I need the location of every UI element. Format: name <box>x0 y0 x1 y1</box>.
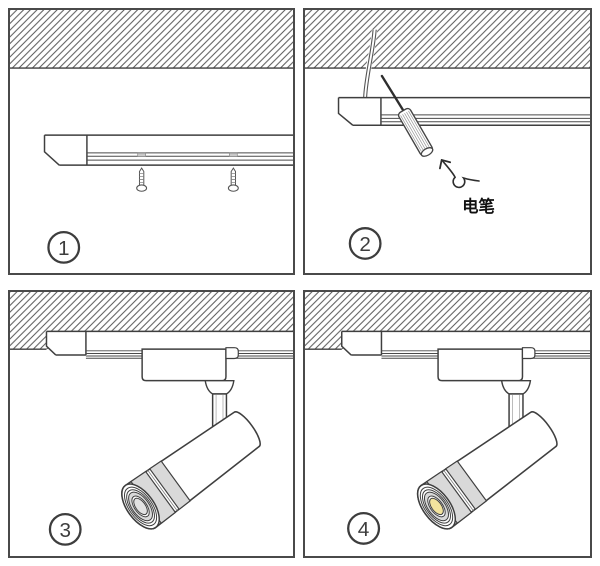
panel-4-canvas: 4 <box>305 292 590 545</box>
test-pen-icon <box>397 107 434 157</box>
test-pen-label: 电笔 <box>462 197 495 216</box>
panel-2-canvas: 电笔 2 <box>305 10 590 260</box>
panel-3-canvas: 3 <box>10 292 293 546</box>
step-number: 4 <box>358 518 370 541</box>
ceiling-hatch <box>305 10 590 69</box>
test-pen-probe <box>380 74 407 115</box>
ceiling-hatch <box>10 10 293 69</box>
mounting-screw-icon <box>227 167 239 192</box>
panel-step-3: 3 <box>8 290 295 558</box>
curved-arrow-icon <box>439 159 480 189</box>
step-number: 2 <box>359 233 371 256</box>
track-rail <box>43 134 293 166</box>
track-light-on <box>305 292 590 536</box>
panel-1-canvas: 1 <box>10 10 293 264</box>
screw-hole <box>229 152 238 157</box>
panel-step-4: 4 <box>303 290 592 558</box>
panel-step-2: 电笔 2 <box>303 8 592 275</box>
mounting-screw-icon <box>136 167 148 192</box>
step-badge: 2 <box>348 227 382 260</box>
step-number: 1 <box>58 237 70 260</box>
track-rail <box>337 96 590 126</box>
step-badge: 1 <box>47 230 81 264</box>
panel-step-1: 1 <box>8 8 295 275</box>
track-light-off <box>10 292 293 536</box>
step-badge: 3 <box>48 513 82 546</box>
power-wire <box>361 29 378 98</box>
step-badge: 4 <box>347 512 381 545</box>
screw-hole <box>137 152 146 157</box>
step-number: 3 <box>59 519 71 542</box>
